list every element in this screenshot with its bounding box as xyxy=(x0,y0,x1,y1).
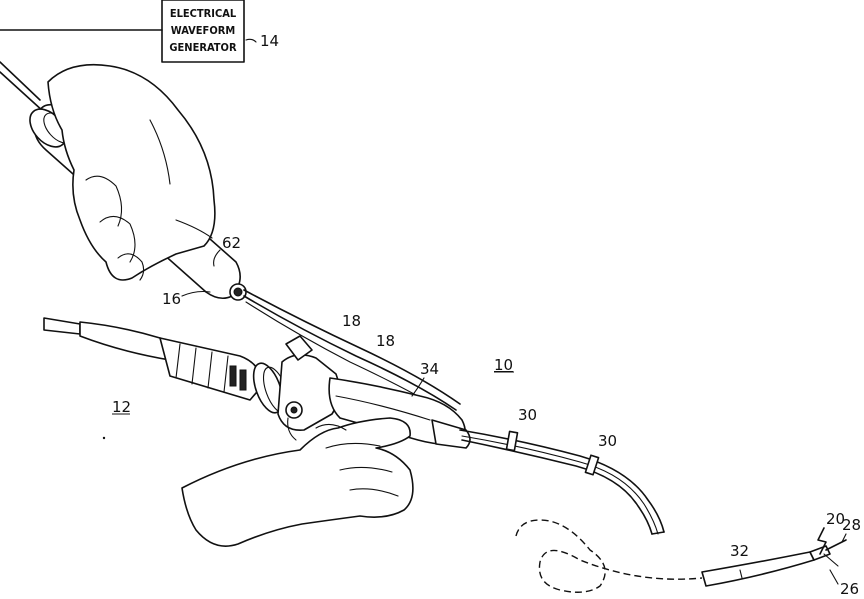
label-10: 10 xyxy=(494,356,513,374)
label-16: 16 xyxy=(162,290,181,308)
clip-1 xyxy=(506,431,517,450)
leader-14 xyxy=(246,39,256,42)
label-62: 62 xyxy=(222,234,241,252)
label-30-b: 30 xyxy=(598,432,617,450)
box-line-2: WAVEFORM xyxy=(171,24,235,37)
label-30-a: 30 xyxy=(518,406,537,424)
label-18-lower: 18 xyxy=(376,332,395,350)
box-line-3: GENERATOR xyxy=(169,41,237,54)
flexible-sheath xyxy=(460,430,664,534)
label-26: 26 xyxy=(840,580,859,598)
leader-26 xyxy=(830,570,838,584)
scope-proximal xyxy=(44,318,294,417)
label-18-upper: 18 xyxy=(342,312,361,330)
waveform-generator-box: ELECTRICAL WAVEFORM GENERATOR xyxy=(162,0,244,62)
dot-mark xyxy=(103,437,105,439)
label-12: 12 xyxy=(112,398,131,416)
continuation-line xyxy=(516,520,702,592)
label-28: 28 xyxy=(842,516,861,534)
label-32: 32 xyxy=(730,542,749,560)
lower-hand xyxy=(182,418,413,546)
label-14: 14 xyxy=(260,32,279,50)
upper-hand xyxy=(48,65,215,280)
box-line-1: ELECTRICAL xyxy=(170,7,237,20)
leader-34 xyxy=(412,378,424,396)
label-34: 34 xyxy=(420,360,439,378)
